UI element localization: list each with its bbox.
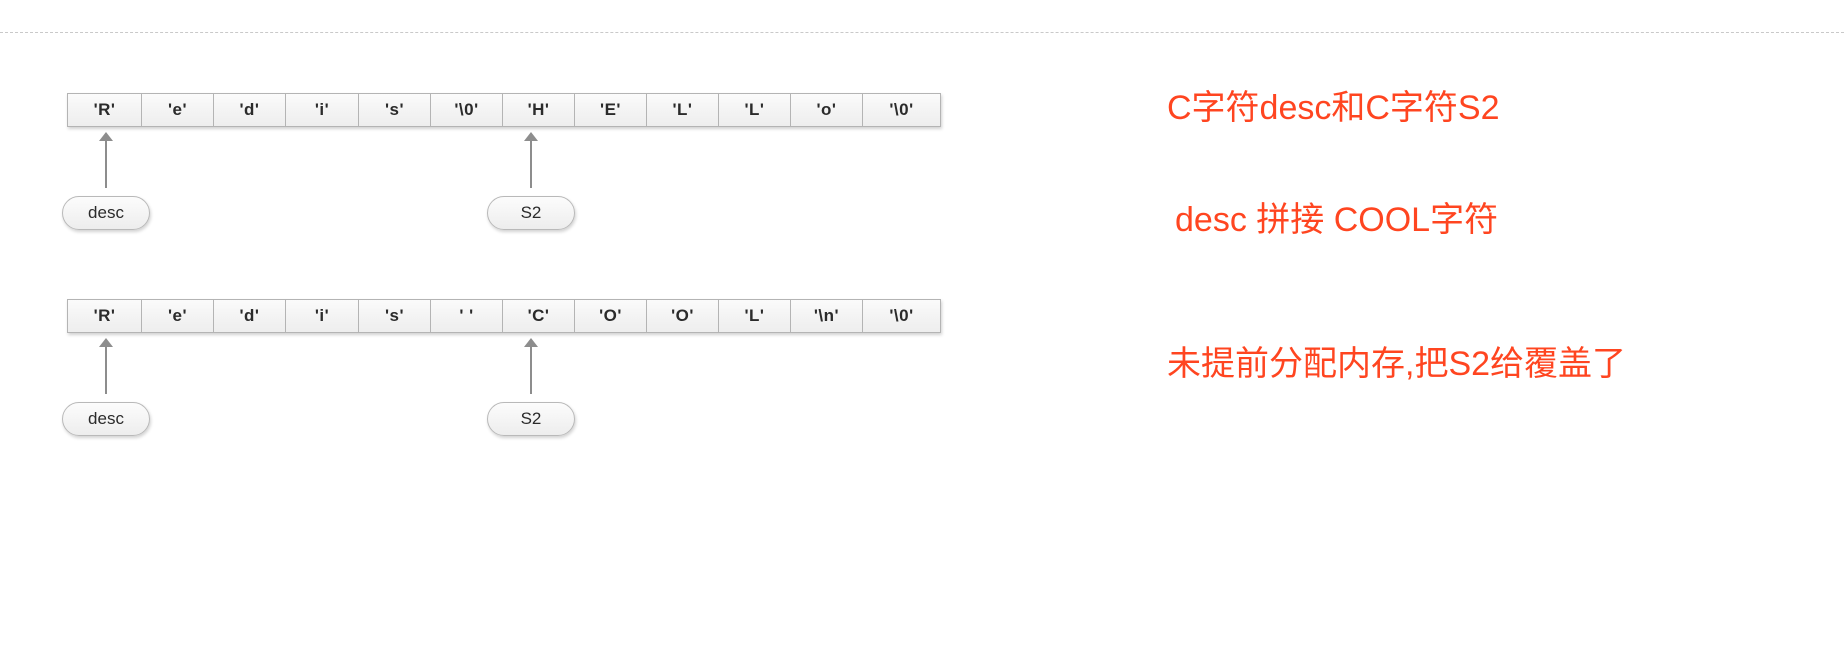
memory-cell: 'L' — [718, 299, 790, 333]
top-divider — [0, 32, 1844, 33]
arrow-head-icon — [99, 338, 113, 347]
annotation-line-3: 未提前分配内存,把S2给覆盖了 — [1167, 345, 1627, 383]
memory-cell: 'L' — [646, 93, 718, 127]
memory-row-1: 'R''e''d''i''s''\0''H''E''L''L''o''\0' — [67, 93, 941, 127]
memory-cell: ' ' — [430, 299, 502, 333]
memory-cell: 'R' — [67, 93, 141, 127]
arrow-shaft — [105, 139, 107, 188]
memory-row-2: 'R''e''d''i''s'' ''C''O''O''L''\n''\0' — [67, 299, 941, 333]
memory-cell: 's' — [358, 299, 430, 333]
memory-cell: 'O' — [646, 299, 718, 333]
memory-cell: 'e' — [141, 299, 213, 333]
memory-cell: 'i' — [285, 299, 358, 333]
pointer-label-s2-row2[interactable]: S2 — [487, 402, 575, 436]
pointer-label-text: S2 — [520, 203, 542, 222]
memory-cell: '\0' — [862, 299, 941, 333]
memory-cell: 'E' — [574, 93, 646, 127]
memory-cell: 'd' — [213, 299, 285, 333]
pointer-label-desc-row1[interactable]: desc — [62, 196, 150, 230]
memory-cell: '\0' — [430, 93, 502, 127]
memory-cell: 'e' — [141, 93, 213, 127]
memory-cell: 'R' — [67, 299, 141, 333]
pointer-arrow-s2-row1 — [524, 132, 538, 188]
memory-cell: 'o' — [790, 93, 862, 127]
arrow-head-icon — [99, 132, 113, 141]
pointer-label-text: desc — [88, 409, 124, 428]
pointer-arrow-desc-row2 — [99, 338, 113, 394]
arrow-head-icon — [524, 132, 538, 141]
memory-cell: '\0' — [862, 93, 941, 127]
pointer-label-s2-row1[interactable]: S2 — [487, 196, 575, 230]
memory-cell: 'L' — [718, 93, 790, 127]
pointer-arrow-s2-row2 — [524, 338, 538, 394]
memory-cell: 'O' — [574, 299, 646, 333]
memory-cell: 'H' — [502, 93, 574, 127]
memory-cell: 'i' — [285, 93, 358, 127]
memory-cell: 's' — [358, 93, 430, 127]
memory-cell: 'd' — [213, 93, 285, 127]
annotation-line-2: desc 拼接 COOL字符 — [1175, 201, 1499, 239]
memory-cell: '\n' — [790, 299, 862, 333]
arrow-shaft — [530, 345, 532, 394]
pointer-label-text: desc — [88, 203, 124, 222]
arrow-head-icon — [524, 338, 538, 347]
annotation-line-1: C字符desc和C字符S2 — [1167, 89, 1500, 127]
arrow-shaft — [105, 345, 107, 394]
pointer-label-text: S2 — [520, 409, 542, 428]
arrow-shaft — [530, 139, 532, 188]
pointer-arrow-desc-row1 — [99, 132, 113, 188]
pointer-label-desc-row2[interactable]: desc — [62, 402, 150, 436]
memory-cell: 'C' — [502, 299, 574, 333]
